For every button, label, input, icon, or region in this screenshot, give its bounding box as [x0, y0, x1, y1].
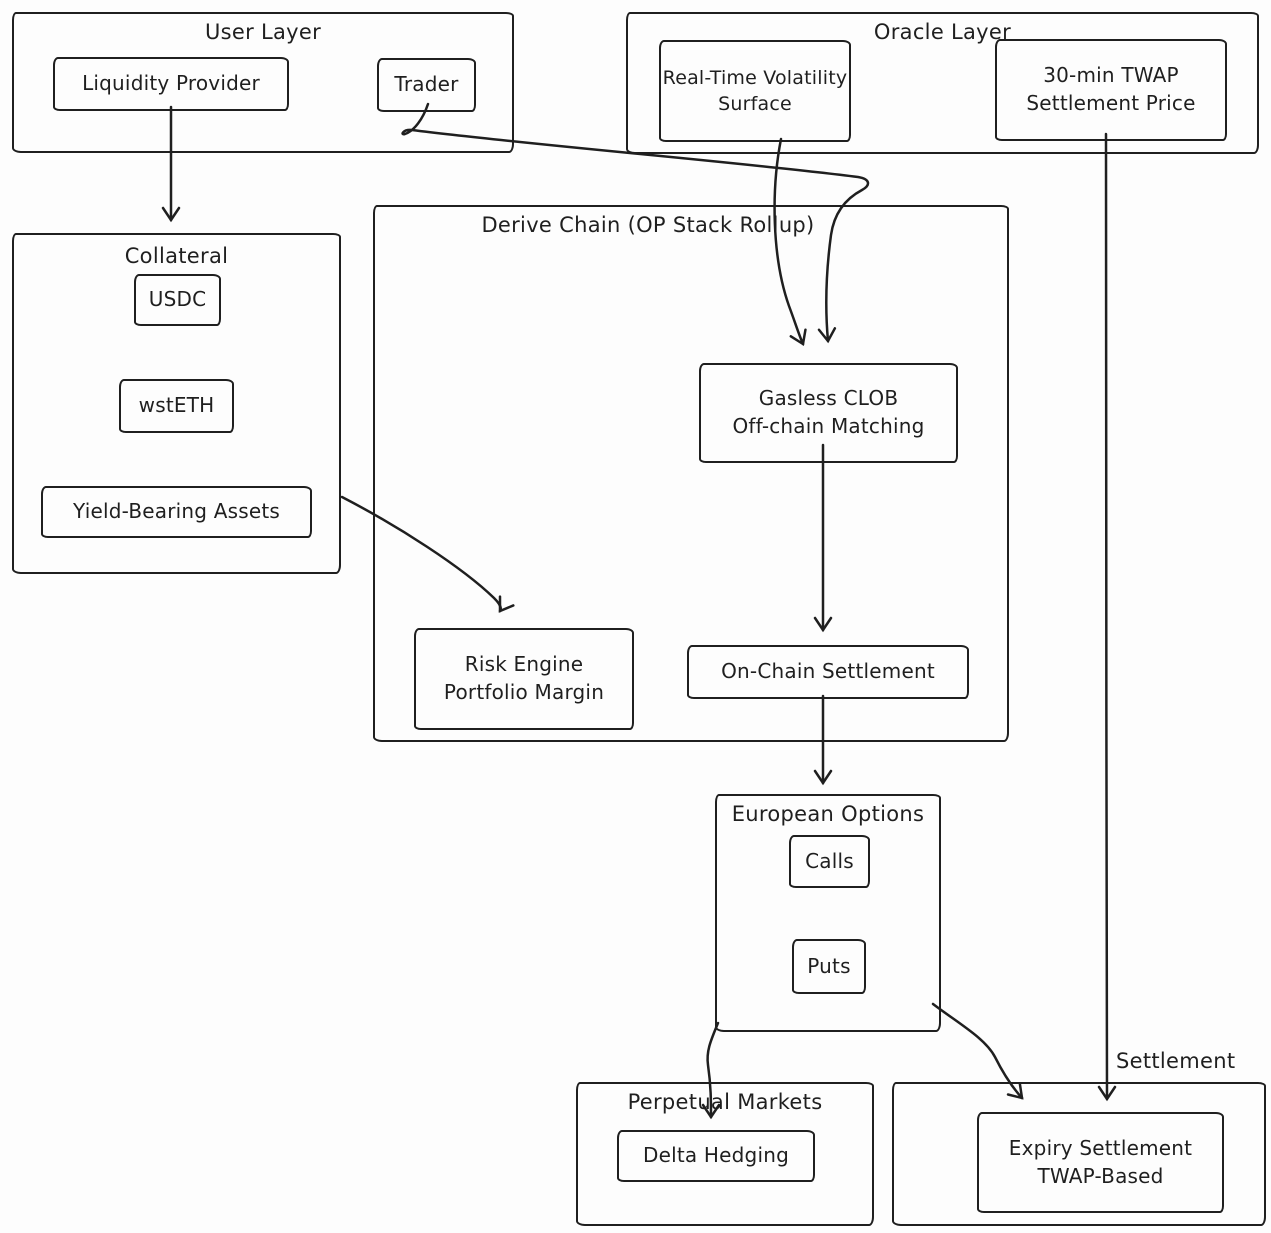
node-gasless-clob: Gasless CLOB Off-chain Matching [699, 363, 958, 463]
node-onchain-settlement: On-Chain Settlement [687, 645, 969, 699]
derive-chain-title: Derive Chain (OP Stack Rollup) [481, 213, 815, 237]
group-collateral: Collateral USDC wstETH Yield-Bearing Ass… [12, 233, 341, 574]
group-user-layer: User Layer Liquidity Provider Trader [12, 12, 514, 153]
group-oracle-layer: Oracle Layer Real-Time Volatility Surfac… [626, 12, 1259, 154]
node-yield-bearing-assets: Yield-Bearing Assets [41, 486, 312, 538]
oracle-layer-title: Oracle Layer [873, 20, 1012, 44]
collateral-title: Collateral [124, 244, 229, 268]
perpetual-markets-title: Perpetual Markets [627, 1090, 823, 1114]
node-delta-hedging: Delta Hedging [617, 1130, 815, 1182]
node-risk-engine: Risk Engine Portfolio Margin [414, 628, 634, 730]
node-usdc: USDC [134, 274, 221, 326]
node-volatility-surface: Real-Time Volatility Surface [659, 40, 851, 142]
group-settlement: Expiry Settlement TWAP-Based [892, 1082, 1266, 1226]
node-trader: Trader [377, 58, 476, 112]
node-puts: Puts [792, 939, 866, 994]
node-expiry-settlement: Expiry Settlement TWAP-Based [977, 1112, 1224, 1213]
node-calls: Calls [789, 835, 870, 888]
node-liquidity-provider: Liquidity Provider [53, 57, 289, 111]
user-layer-title: User Layer [204, 20, 322, 44]
node-twap-settlement-price: 30-min TWAP Settlement Price [995, 39, 1227, 141]
node-wsteth: wstETH [119, 379, 234, 433]
european-options-title: European Options [731, 802, 925, 826]
group-european-options: European Options Calls Puts [715, 794, 941, 1032]
settlement-group-title: Settlement [1116, 1049, 1236, 1073]
group-perpetual-markets: Perpetual Markets Delta Hedging [576, 1082, 874, 1226]
group-derive-chain: Derive Chain (OP Stack Rollup) Gasless C… [373, 205, 1009, 742]
edge-twap-to-expiry-settlement [1097, 132, 1117, 1102]
